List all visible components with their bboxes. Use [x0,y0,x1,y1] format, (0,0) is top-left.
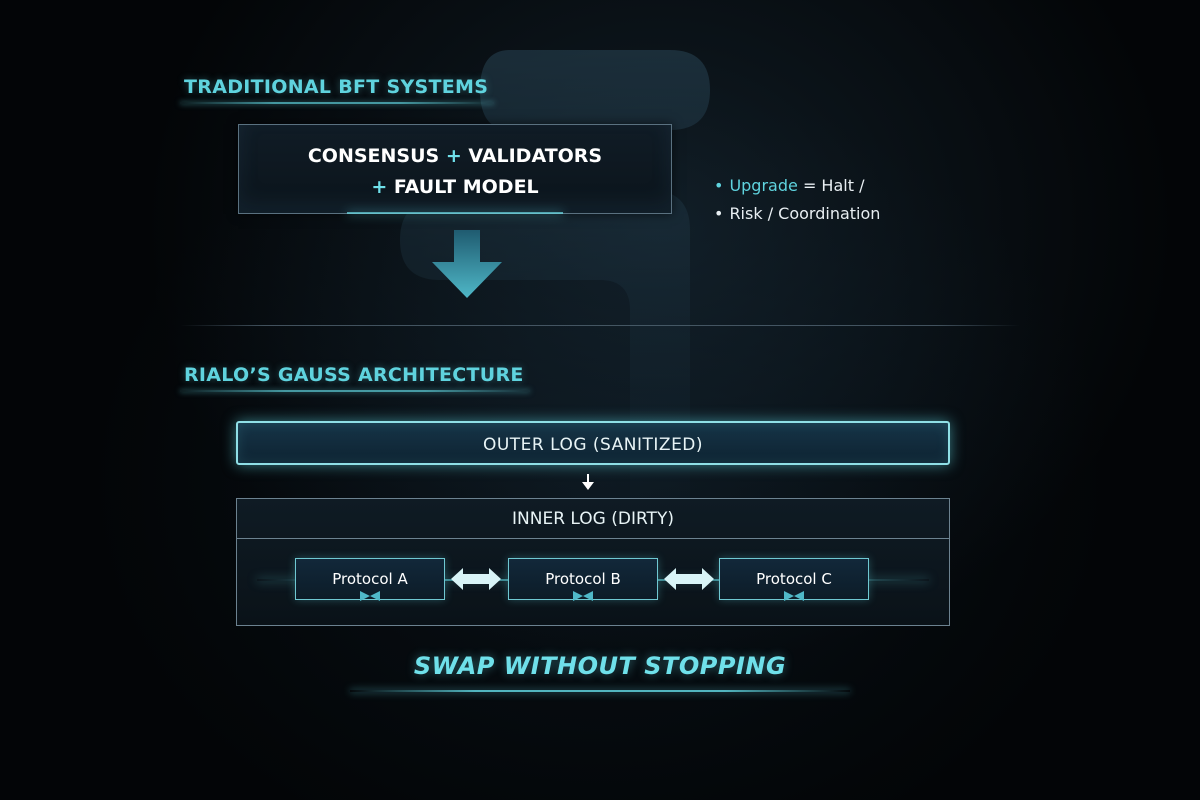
protocol-c-label: Protocol C [756,570,832,588]
protocol-a-label: Protocol A [332,570,408,588]
consensus-line-1: CONSENSUS + VALIDATORS [239,141,671,172]
fault-model-label: FAULT MODEL [393,176,539,198]
tagline-underline [350,690,850,692]
consensus-line-2: + FAULT MODEL [239,172,671,203]
protocol-a-box: Protocol A [295,558,445,601]
inner-log-title: INNER LOG (DIRTY) [237,499,949,539]
protocol-b-label: Protocol B [545,570,621,588]
upgrade-label: Upgrade [729,176,798,195]
section-divider [180,325,1020,326]
bullet-item: • Risk / Coordination [714,200,880,228]
tagline: SWAP WITHOUT STOPPING [413,652,787,680]
upgrade-bullet-list: • Upgrade = Halt / • Risk / Coordination [714,172,880,228]
halt-label: = Halt / [802,176,865,195]
double-arrow-icon [451,568,501,590]
small-down-arrow-icon [582,474,594,490]
connector-icon [573,591,593,601]
plus-sign: + [445,145,462,167]
protocol-c-box: Protocol C [719,558,869,601]
gauss-architecture-heading: RIALO’S GAUSS ARCHITECTURE [180,364,530,392]
bullet-dot-icon: • [714,176,724,195]
connector-icon [360,591,380,601]
consensus-box: CONSENSUS + VALIDATORS + FAULT MODEL [238,124,672,214]
down-arrow-icon [432,230,502,298]
connector-icon [784,591,804,601]
risk-coordination-label: Risk / Coordination [729,204,881,223]
consensus-label: CONSENSUS [307,145,440,167]
protocol-b-box: Protocol B [508,558,658,601]
bullet-dot-icon: • [714,204,724,223]
traditional-bft-heading: TRADITIONAL BFT SYSTEMS [179,76,495,104]
validators-label: VALIDATORS [468,145,603,167]
outer-log-box: OUTER LOG (SANITIZED) [236,421,950,465]
inner-log-box: INNER LOG (DIRTY) Protocol A Protocol B … [236,498,950,626]
bullet-item: • Upgrade = Halt / [714,172,880,200]
double-arrow-icon [664,568,714,590]
plus-sign: + [371,176,388,198]
